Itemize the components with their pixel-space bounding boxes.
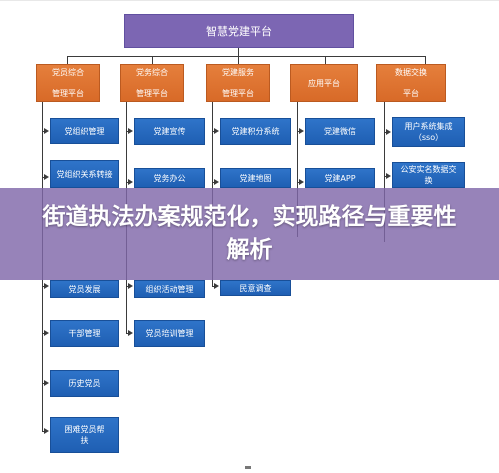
col0-item-5-label: 历史党员 [68,379,101,388]
col4-arrow-0 [386,129,391,135]
col2-item-0: 党建积分系统 [220,118,291,145]
col2-item-1-label: 党建地图 [239,173,272,183]
title-banner: 街道执法办案规范化，实现路径与重要性解析 [0,188,499,280]
col4-item-0: 用户系统集成（sso） [392,117,465,147]
col2-arrow-0 [214,128,219,134]
category-label-1-line2: 管理平台 [136,89,168,98]
top-platform-title: 智慧党建平台 [206,25,272,38]
col2-arrow-1 [214,179,219,185]
col1-arrow-3 [128,283,133,289]
col1-item-4-label: 党员培训管理 [145,329,194,338]
col3-item-0: 党建微信 [305,118,375,145]
category-box-4: 数据交换 平台 [376,64,446,102]
connector-cat4 [425,56,426,64]
col3-trunk [297,102,298,237]
category-box-0: 党员综合 管理平台 [36,64,100,102]
col2-item-3-label: 民意调查 [239,283,272,293]
col1-item-1: 党务办公 [134,168,205,188]
col1-item-3: 组织活动管理 [134,280,205,298]
bottom-mark [245,466,251,469]
col3-arrow-0 [299,128,304,134]
col0-arrow-6 [44,428,49,434]
col1-item-1-label: 党务办公 [153,173,186,183]
col2-arrow-3 [214,283,219,289]
category-label-0-line2: 管理平台 [52,89,84,98]
banner-title: 街道执法办案规范化，实现路径与重要性解析 [42,204,457,263]
col0-item-4-label: 干部管理 [68,329,101,338]
col4-item-1: 公安实名数据交换 [392,162,465,188]
col1-item-3-label: 组织活动管理 [145,284,194,294]
col0-arrow-4 [44,330,49,336]
connector-top-trunk [238,48,239,56]
col0-arrow-3 [44,283,49,289]
category-label-0-line1: 党员综合 [52,68,84,77]
connector-cat1 [152,56,153,64]
category-label-3-line1: 应用平台 [308,78,340,88]
col0-item-6-label: 困难党员帮扶 [64,425,105,445]
col2-item-3: 民意调查 [220,280,291,296]
col1-arrow-0 [128,128,133,134]
col0-item-6: 困难党员帮扶 [50,417,119,453]
category-label-1-line1: 党务综合 [136,68,168,77]
col0-arrow-5 [44,380,49,386]
col3-item-1-label: 党建APP [324,173,356,183]
top-platform-box: 智慧党建平台 [124,14,354,48]
top-divider [0,0,499,1]
category-label-2-line2: 管理平台 [222,89,254,98]
col4-arrow-1 [386,173,391,179]
col0-item-0: 党组织管理 [50,118,119,144]
category-box-2: 党建服务 管理平台 [206,64,270,102]
col0-item-0-label: 党组织管理 [64,126,105,136]
category-box-3: 应用平台 [290,64,358,102]
category-label-2-line1: 党建服务 [222,68,254,77]
col0-item-1: 党组织关系转接 [50,160,119,188]
connector-cat0 [67,56,68,64]
category-label-4-line2: 平台 [403,89,419,98]
col4-item-0-label: 用户系统集成（sso） [404,122,453,142]
col4-item-1-label: 公安实名数据交换 [400,165,457,185]
col1-arrow-1 [128,179,133,185]
connector-top-bar [67,56,425,57]
col4-trunk [384,102,385,242]
connector-cat2 [238,56,239,64]
col0-item-4: 干部管理 [50,320,119,347]
col1-item-0-label: 党建宣传 [153,127,186,136]
col3-item-1: 党建APP [305,168,375,188]
category-label-4-line1: 数据交换 [395,68,427,77]
col0-item-1-label: 党组织关系转接 [56,169,113,179]
col3-item-0-label: 党建微信 [324,127,356,136]
col2-item-1: 党建地图 [220,168,291,188]
col1-item-4: 党员培训管理 [134,320,205,347]
col0-item-3: 党员发展 [50,280,119,298]
col0-arrow-0 [44,128,49,134]
col2-item-0-label: 党建积分系统 [231,127,280,136]
col1-arrow-4 [128,330,133,336]
col0-arrow-1 [44,174,49,180]
col1-item-0: 党建宣传 [134,118,205,145]
connector-cat3 [325,56,326,64]
col0-item-5: 历史党员 [50,370,119,397]
category-box-1: 党务综合 管理平台 [120,64,184,102]
col3-arrow-1 [299,179,304,185]
col0-item-3-label: 党员发展 [68,284,101,294]
